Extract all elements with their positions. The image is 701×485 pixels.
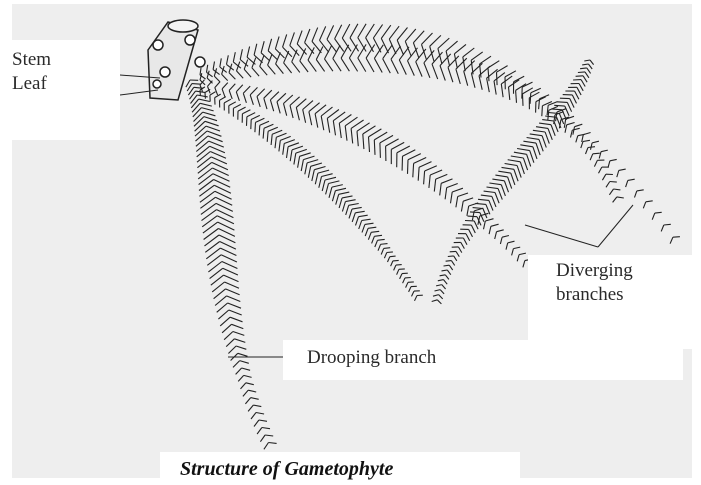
leaf-mark — [523, 94, 524, 106]
leaf-mark — [578, 72, 585, 73]
leaf-mark — [673, 237, 680, 238]
diverging-label-line1: Diverging — [556, 259, 701, 283]
leaf-mark — [390, 256, 396, 257]
leaf-bud — [195, 57, 205, 67]
leaf-mark — [381, 244, 388, 245]
leaf-mark — [408, 160, 409, 174]
leaf-mark — [530, 93, 531, 104]
leaf-bud — [160, 67, 170, 77]
leaf-mark — [557, 102, 567, 103]
stem-label: Stem — [12, 48, 120, 72]
leaf-mark — [446, 261, 452, 262]
stem-leaf-label-box: Stem Leaf — [0, 40, 120, 140]
leaf-mark — [448, 256, 454, 257]
diverging-branches-label-box: Diverging branches — [528, 255, 701, 349]
leaf-mark — [387, 252, 393, 253]
leaf-mark — [542, 106, 543, 116]
leaf-bud — [153, 40, 163, 50]
leaf-mark — [610, 182, 617, 183]
leaf-mark — [380, 143, 381, 158]
leaf-mark — [593, 153, 600, 154]
leaf-mark — [384, 248, 391, 249]
leaf-mark — [470, 212, 480, 213]
leaf-mark — [576, 76, 584, 77]
leaf-mark — [468, 216, 478, 217]
leaf-mark — [192, 84, 201, 85]
leaf-mark — [255, 122, 256, 132]
leaf-bud — [153, 80, 161, 88]
leaf-mark — [393, 260, 399, 261]
figure-caption: Structure of Gametophyte — [160, 452, 520, 485]
leaf-mark — [259, 125, 260, 135]
leaf-mark — [396, 265, 402, 266]
leaf-bud — [185, 35, 195, 45]
leaf-mark — [664, 224, 671, 225]
leaf-mark — [374, 140, 375, 155]
leaf-label: Leaf — [12, 72, 120, 96]
drooping-branch-label: Drooping branch — [283, 340, 683, 380]
diverging-label-line2: branches — [556, 283, 701, 307]
